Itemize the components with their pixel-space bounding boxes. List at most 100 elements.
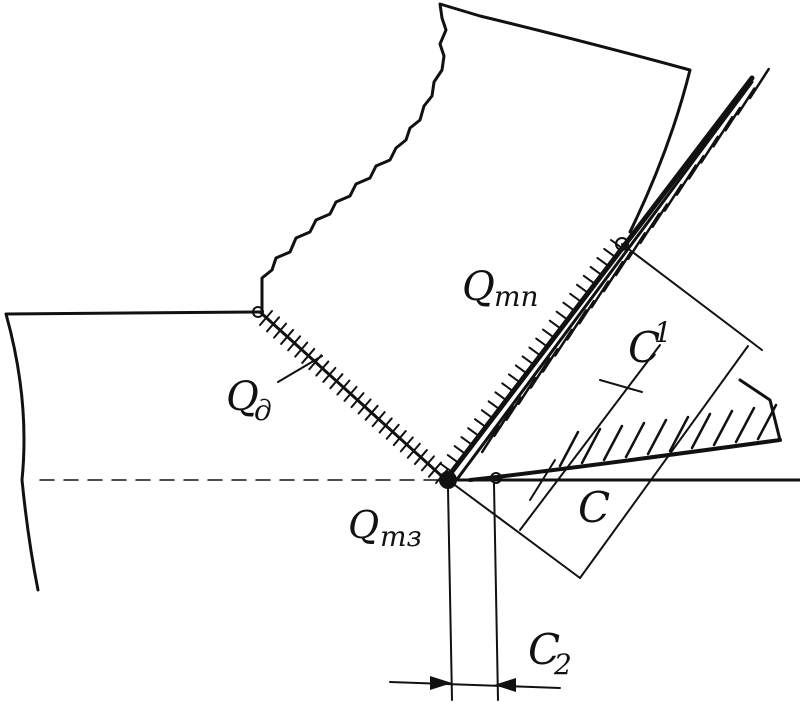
label-q-mz-sub: mз (380, 520, 422, 553)
tool-hatch-stroke (517, 376, 537, 405)
shear-hatch-tick (287, 335, 302, 352)
shear-hatch-tick (364, 404, 379, 421)
label-c: C (578, 483, 610, 532)
tool-hatch-stroke (493, 405, 515, 438)
tool-hatch-stroke (687, 155, 705, 180)
rake-hatch-tick (521, 355, 535, 366)
tool-hatching (480, 67, 778, 468)
tool-hatch-stroke (529, 357, 551, 389)
tool-hatch-stroke (712, 409, 734, 447)
shear-hatch-tick (427, 461, 442, 478)
tool-hatch-stroke (614, 251, 632, 277)
rake-hatch-tick (501, 382, 515, 393)
shear-hatch-tick (357, 398, 372, 415)
shear-plane (258, 310, 448, 482)
shear-hatch-tick (273, 322, 288, 339)
shear-hatch-tick (413, 449, 428, 466)
shear-hatch-tick (399, 436, 414, 453)
chip-body (260, 2, 692, 312)
tool-hatch-stroke (690, 412, 712, 450)
label-q-d-sub: д (254, 394, 272, 427)
tool-hatch-stroke (480, 425, 500, 454)
rake-face-hatching (440, 239, 623, 473)
rake-hatch-tick (542, 328, 555, 339)
shear-hatch-tick (420, 455, 435, 472)
shear-plane-hatching (259, 310, 449, 484)
shear-hatch-tick (266, 316, 281, 333)
workpiece-outline (4, 310, 262, 592)
label-q-mn-main: Q (462, 264, 495, 310)
shear-hatch-tick (315, 360, 330, 377)
tool-hatch-stroke (602, 424, 624, 462)
shear-hatch-tick (329, 373, 344, 390)
shear-hatch-tick (322, 366, 337, 383)
shear-hatch-tick (336, 379, 351, 396)
tool-hatch-stroke (734, 406, 756, 444)
rake-hatch-tick (446, 454, 460, 465)
tool-hatch-stroke (675, 164, 697, 196)
rake-hatch-tick (474, 418, 487, 429)
tool-hatch-stroke (578, 299, 596, 325)
label-c2-main: C (528, 625, 560, 674)
rake-hatch-tick (528, 346, 542, 357)
tool-hatch-stroke (700, 135, 720, 164)
tool-rake-face (441, 75, 755, 485)
shear-hatch-tick (385, 423, 400, 440)
label-c1-main: C (628, 323, 660, 372)
qd-leader (277, 355, 323, 383)
tool-hatch-stroke (553, 328, 573, 357)
shear-hatch-tick (371, 411, 386, 428)
label-q-mn-sub: mn (494, 280, 539, 313)
rake-hatch-tick (555, 310, 569, 321)
rake-hatch-tick (596, 256, 610, 267)
rake-hatch-tick (582, 274, 596, 285)
rake-hatch-tick (569, 292, 583, 303)
tool-hatch-stroke (736, 87, 756, 116)
label-q-mn: Q mn (462, 264, 539, 313)
dimension-lines (447, 243, 763, 579)
label-c-main: C (578, 483, 610, 532)
tool-hatch-stroke (651, 203, 669, 228)
tool-flank (468, 378, 782, 482)
c2-dimension (389, 483, 561, 701)
shear-hatch-tick (392, 430, 407, 447)
rake-hatch-tick (576, 283, 589, 294)
shear-hatch-tick (378, 417, 393, 434)
label-c2: C 2 (528, 625, 572, 681)
tool-hatch-stroke (558, 430, 580, 468)
shear-hatch-tick (294, 341, 309, 358)
rake-hatch-tick (440, 463, 453, 473)
tool-hatch-stroke (627, 232, 647, 261)
rake-hatch-tick (460, 436, 474, 447)
rake-hatch-tick (562, 301, 576, 312)
shear-hatch-tick (301, 347, 316, 364)
rake-hatch-tick (508, 373, 521, 384)
rake-hatch-tick (535, 337, 549, 348)
rake-hatch-tick (480, 409, 494, 420)
rake-hatch-tick (548, 319, 562, 330)
tool-hatch-stroke (541, 348, 559, 373)
tool-hatch-stroke (590, 280, 610, 309)
tool-hatch-stroke (668, 415, 690, 453)
tool-hatch-stroke (624, 421, 646, 459)
tool-hatch-stroke (724, 106, 742, 132)
tool-hatch-stroke (639, 212, 661, 245)
label-q-mz: Q mз (348, 503, 422, 553)
tool-hatch-stroke (712, 116, 734, 148)
tool-hatch-stroke (663, 183, 683, 212)
shear-hatch-tick (280, 328, 295, 345)
shear-hatch-tick (343, 385, 358, 402)
label-c1-sub: 1 (654, 316, 672, 349)
rake-hatch-tick (453, 445, 467, 456)
tool-hatch-stroke (748, 67, 770, 100)
rake-hatch-tick (494, 391, 508, 402)
tool-hatch-stroke (602, 260, 624, 293)
shear-hatch-tick (350, 392, 365, 409)
rake-hatch-tick (467, 427, 481, 438)
rake-hatch-tick (487, 400, 501, 411)
label-q-d: Q д (226, 374, 272, 427)
rake-hatch-tick (603, 247, 617, 258)
label-q-d-main: Q (226, 374, 259, 420)
tool-hatch-stroke (580, 427, 602, 465)
